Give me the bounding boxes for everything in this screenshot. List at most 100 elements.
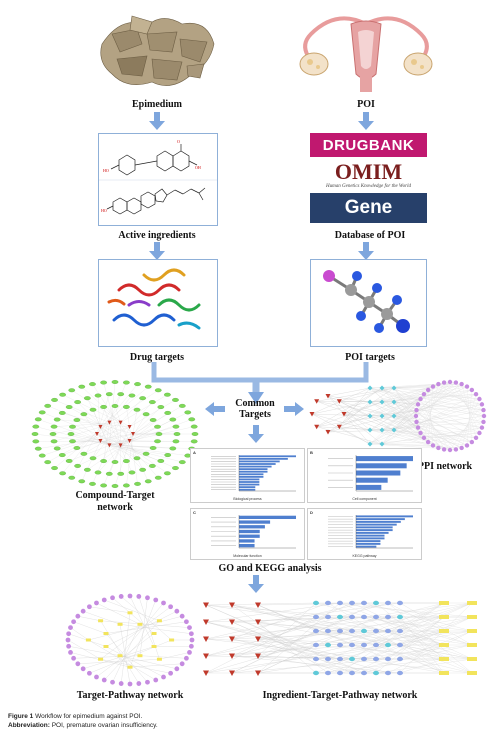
panel-letter: B <box>310 450 313 455</box>
network-edge <box>205 604 365 674</box>
bar <box>239 468 268 471</box>
target-node <box>80 666 86 672</box>
figure-text: Workflow for epimedium against POI. <box>35 713 143 720</box>
compound-node <box>172 439 180 444</box>
bar <box>239 478 260 481</box>
compound-target-network-label: Compound-Target network <box>75 490 155 513</box>
compound-node <box>100 380 107 385</box>
network-edge <box>120 445 154 449</box>
omim-tagline: Human Genetics Knowledge for the World <box>326 183 411 189</box>
network-edge <box>231 604 389 646</box>
target-node <box>183 619 189 625</box>
target-node <box>313 670 319 676</box>
network-edge <box>339 387 395 402</box>
network-edge <box>77 445 121 467</box>
target-node <box>397 614 403 620</box>
ingredient-node <box>229 602 235 608</box>
target-node <box>179 613 185 619</box>
network-edge <box>399 602 473 646</box>
ingredient-node <box>229 653 235 659</box>
target-node <box>110 595 115 601</box>
network-edge <box>311 413 371 445</box>
network-edge <box>369 415 477 438</box>
compound-node <box>123 459 130 463</box>
pathway-node <box>439 671 449 675</box>
compound-node <box>89 407 97 412</box>
network-edge <box>231 604 329 674</box>
target-node <box>349 614 355 620</box>
network-edge <box>420 398 445 450</box>
network-edge <box>205 638 377 660</box>
network-edge <box>87 440 130 470</box>
compound-node <box>142 412 150 417</box>
bar <box>239 470 268 473</box>
network-edge <box>327 395 371 417</box>
target-node <box>65 637 71 643</box>
bar <box>239 486 256 489</box>
compound-node <box>78 384 86 389</box>
bar <box>239 483 260 486</box>
target-node <box>179 661 185 667</box>
network-edge <box>77 659 160 664</box>
compound-node <box>89 382 96 387</box>
network-edge <box>393 429 424 438</box>
protein-node <box>414 419 419 425</box>
target-node <box>391 413 397 419</box>
target-node <box>325 642 331 648</box>
compound-node <box>50 439 58 444</box>
network-edge <box>369 415 425 438</box>
network-edge <box>96 433 153 467</box>
bar <box>239 520 271 524</box>
network-edge <box>105 611 177 647</box>
compound-node <box>111 404 119 408</box>
compound-node <box>74 400 81 405</box>
network-edge <box>120 394 168 423</box>
network-edge <box>466 389 472 446</box>
target-node <box>66 643 72 649</box>
ingredient-node <box>325 394 331 399</box>
pathway-node <box>156 657 162 661</box>
compound-node <box>67 432 75 436</box>
compound-node <box>178 460 186 465</box>
network-edge <box>343 413 383 431</box>
network-edge <box>109 426 130 474</box>
target-node <box>379 441 385 447</box>
network-edge <box>399 644 473 660</box>
ingredient-node <box>203 619 209 625</box>
network-edge <box>54 422 121 427</box>
compound-node <box>139 396 146 401</box>
compound-node <box>74 463 81 468</box>
network-edge <box>381 387 482 405</box>
network-edge <box>455 382 480 434</box>
network-edge <box>76 433 134 449</box>
target-node <box>98 424 103 429</box>
bar <box>356 529 393 532</box>
protein-node <box>479 425 485 430</box>
network-edge <box>315 616 445 646</box>
compound-node <box>111 460 119 464</box>
target-node <box>325 628 331 634</box>
network-edge <box>119 624 131 685</box>
protein-node <box>418 396 423 402</box>
target-node <box>385 670 391 676</box>
network-edge <box>205 604 389 632</box>
down-arrow-icon <box>358 242 374 260</box>
network-edge <box>369 394 424 403</box>
compound-node <box>58 453 66 458</box>
panel-letter: D <box>310 510 313 515</box>
network-edge <box>369 441 429 445</box>
target-node <box>313 628 319 634</box>
network-edge <box>70 433 121 446</box>
network-edge <box>393 387 480 400</box>
network-edge <box>311 413 371 417</box>
network-edge <box>387 630 473 674</box>
axis-title: KEGG pathway <box>352 554 377 558</box>
ingredient-node <box>336 424 342 430</box>
target-node <box>367 427 373 433</box>
network-edge <box>417 404 451 451</box>
network-edge <box>257 616 329 640</box>
bar <box>239 475 264 478</box>
database-of-poi-label: Database of POI <box>334 230 406 241</box>
bar <box>239 463 276 465</box>
network-edge <box>416 410 456 450</box>
